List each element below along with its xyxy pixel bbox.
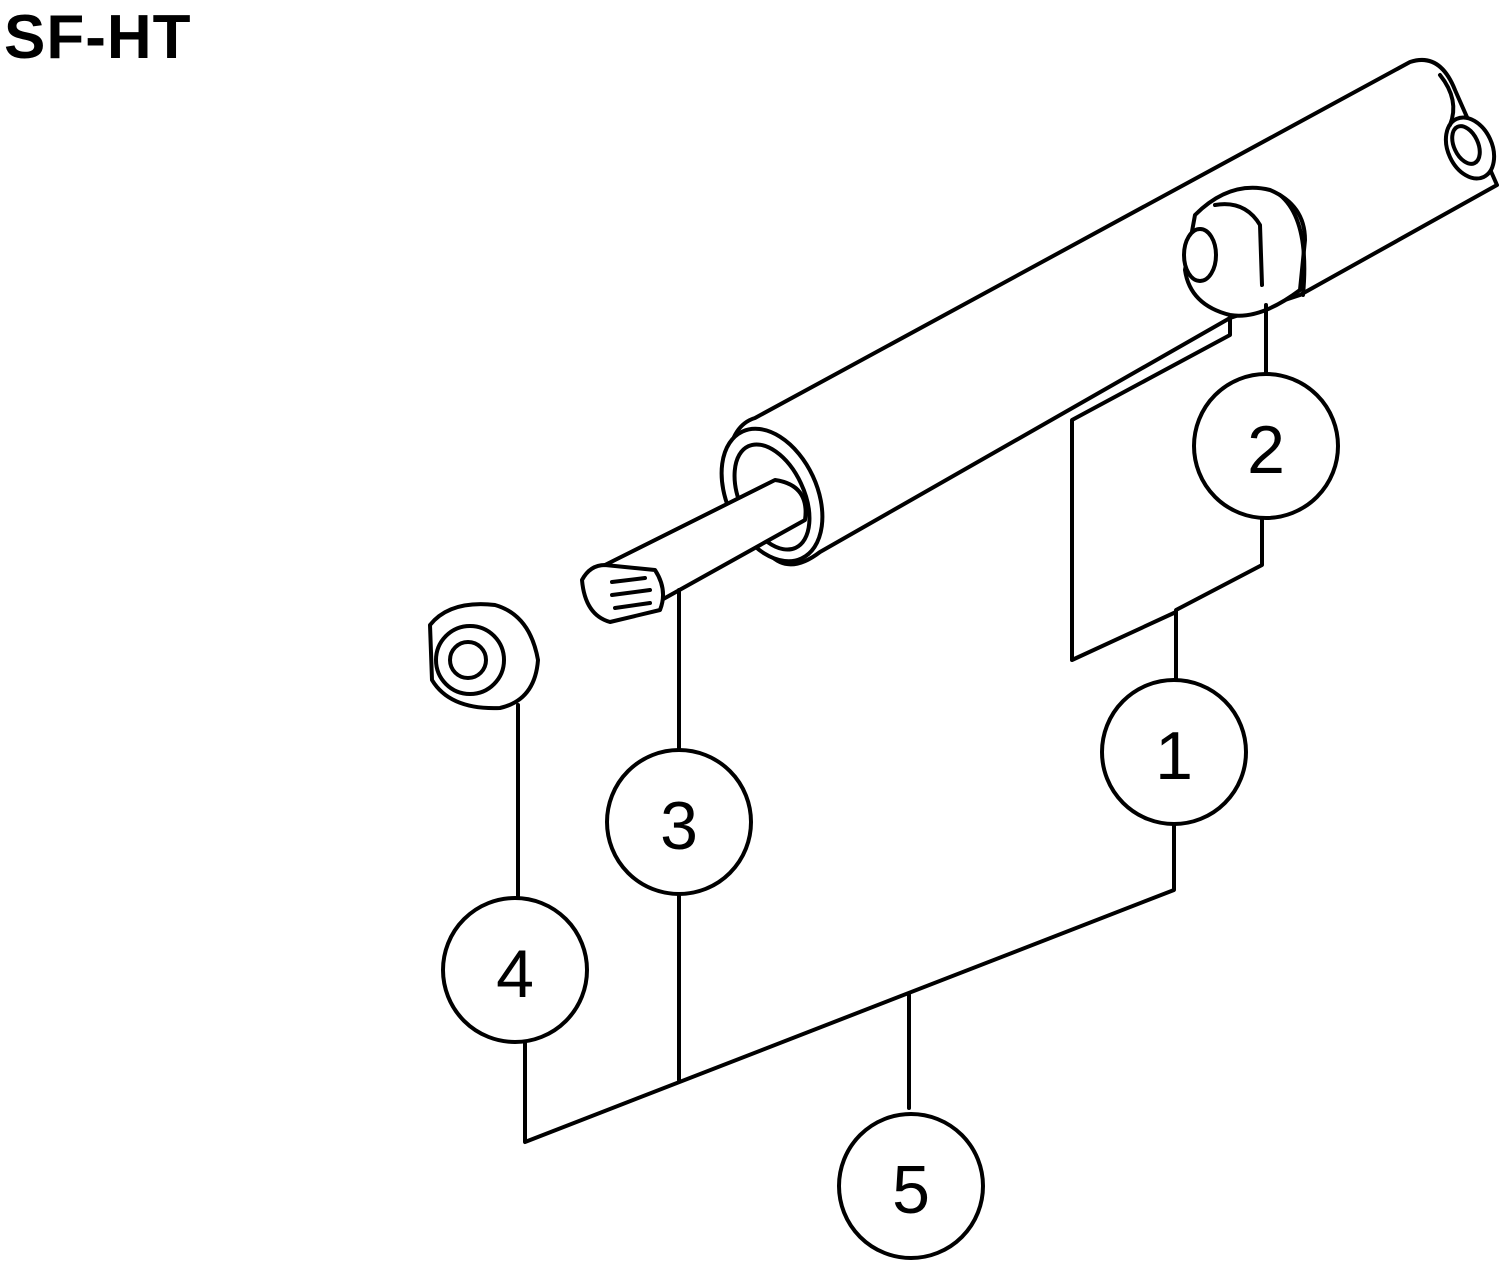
callout-4-label: 4 [496,936,534,1012]
diagram-title: SF-HT [4,3,192,72]
callout-3: 3 [605,748,753,896]
callout-4: 4 [441,896,589,1044]
callout-2-label: 2 [1247,412,1285,488]
nut-part [428,602,540,711]
callout-2: 2 [1192,372,1340,520]
callout-5-label: 5 [892,1152,930,1228]
callout-5: 5 [837,1112,985,1260]
cylinder-body [719,57,1499,567]
bushing-part [1182,185,1307,318]
callout-3-label: 3 [660,788,698,864]
shaft-part [580,478,808,624]
leader-lines [516,303,1268,1144]
callout-1-label: 1 [1155,718,1193,794]
callout-1: 1 [1100,678,1248,826]
